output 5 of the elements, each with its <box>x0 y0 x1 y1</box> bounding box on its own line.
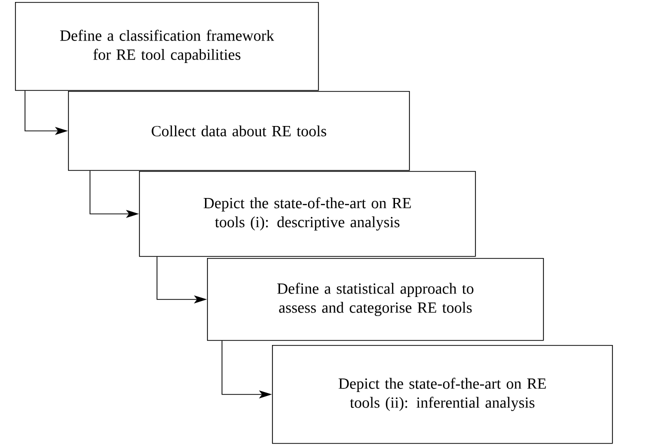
process-box: Collect data about RE tools <box>68 91 410 171</box>
process-box: Define a statistical approach to assess and categorise RE tools <box>207 258 544 341</box>
process-box: Depict the state-of-the-art on RE tools (i): descriptive analysis <box>139 171 476 257</box>
process-box: Define a classification framework for RE tool capabilities <box>15 2 319 91</box>
process-box: Depict the state-of-the-art on RE tools (ii): inferential analysis <box>272 345 613 444</box>
